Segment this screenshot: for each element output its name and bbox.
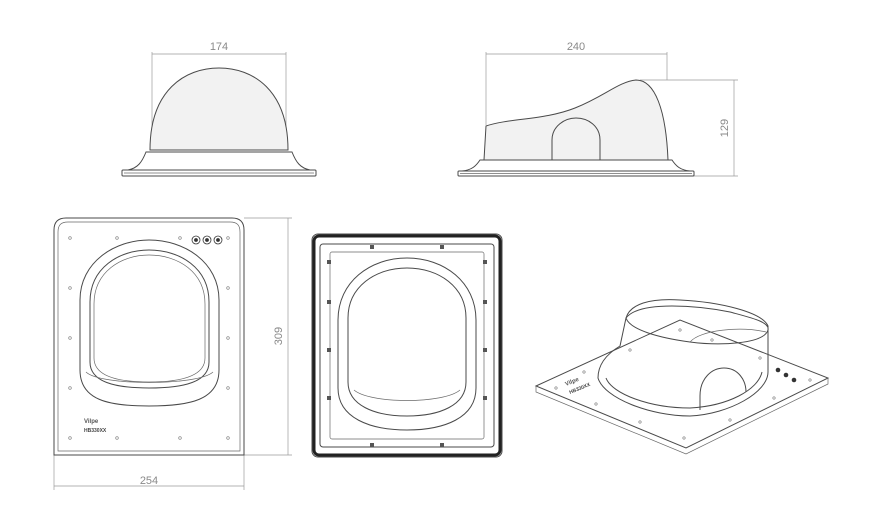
plan-badges [191, 235, 223, 245]
isometric-view: Vilpe HB330XX [534, 299, 830, 455]
iso-screw-holes [554, 328, 812, 440]
plan-brand-label: Vilpe [84, 419, 99, 425]
iso-badges [775, 367, 797, 383]
dim-front-width: 240 [567, 41, 585, 53]
plan-model-label: HB330XX [84, 428, 107, 434]
front-view: 240 129 [457, 41, 738, 177]
dim-front-height: 129 [719, 119, 731, 137]
dim-plan-height: 309 [273, 327, 285, 345]
dim-side-width: 174 [210, 41, 228, 53]
plan-screw-holes [68, 236, 230, 440]
bottom-rib-knots [327, 245, 487, 447]
side-view: 174 [121, 41, 317, 177]
bottom-view [311, 233, 503, 458]
dim-plan-width: 254 [140, 475, 158, 487]
iso-brand-label: Vilpe [565, 377, 581, 388]
plan-view: 309 254 Vilpe HB330XX [53, 217, 292, 490]
